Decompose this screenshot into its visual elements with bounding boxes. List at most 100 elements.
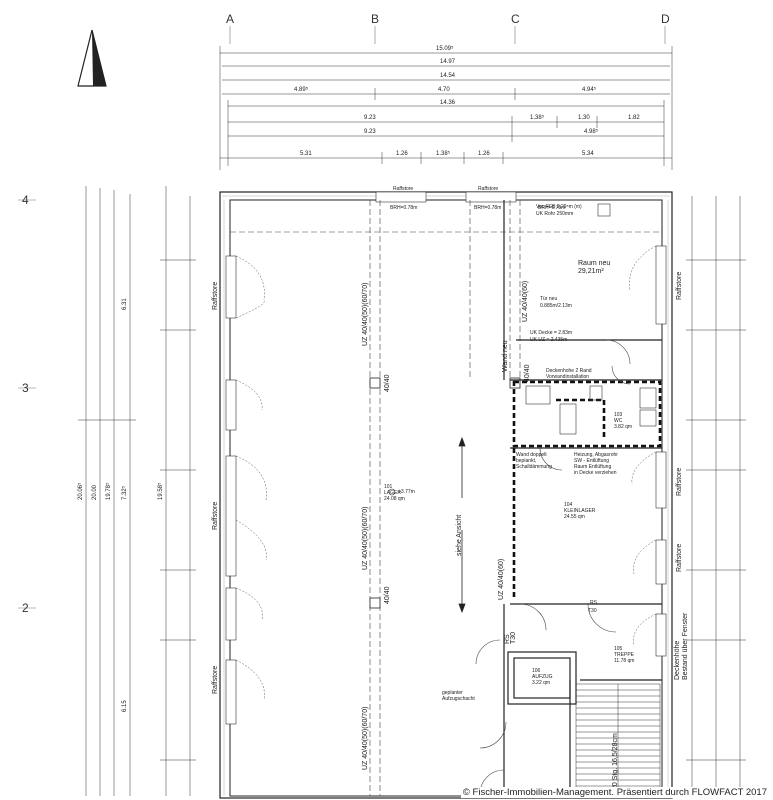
dim-segment-2: 1.38⁵ xyxy=(530,115,545,121)
dim-overall-2: 14.97 xyxy=(440,59,456,65)
dim-left-3: 19.78⁵ xyxy=(106,482,112,500)
room-wc-id: 103 xyxy=(614,412,623,418)
beam-lines xyxy=(230,200,662,796)
beam-label-right: UZ 40/40(60) xyxy=(522,280,529,322)
room-lager-id: 101 xyxy=(384,484,393,490)
dim-segment-5: 9.23 xyxy=(364,129,376,135)
dim-inner: 14.36 xyxy=(440,100,456,106)
wc-fixtures xyxy=(525,203,657,435)
room-treppe-name: TREPPE xyxy=(614,652,635,658)
axis-column-a: A xyxy=(226,12,235,26)
dim-segment-1: 9.23 xyxy=(364,115,376,121)
note-wand-neu: Wand neu xyxy=(502,340,509,372)
doors xyxy=(475,339,631,795)
axis-lines xyxy=(18,26,666,609)
note-ffb: Von FFB 2.29⁵m (m) xyxy=(536,204,582,210)
level-label: +3.77m xyxy=(398,489,415,495)
room-lager-name: LAGER xyxy=(384,490,401,496)
axis-row-4: 4 xyxy=(22,193,29,207)
room-kleinlager-name: KLEINLAGER xyxy=(564,508,596,514)
note-beplankt: beplankt, xyxy=(516,458,537,464)
dim-window-3: 1.38⁵ xyxy=(436,151,451,157)
note-vorwand: Vorwandinstallation xyxy=(546,374,590,380)
brh-label-1: BRH=0.78m xyxy=(390,205,418,211)
room-treppe-area: 11.78 qm xyxy=(614,658,635,664)
note-tur-neu: Tür neu xyxy=(540,296,558,302)
inner-walls xyxy=(503,200,662,796)
raffstore-left-1: Raffstore xyxy=(212,281,219,310)
new-walls xyxy=(512,380,662,600)
column-label-3: 40/40 xyxy=(524,364,531,382)
raffstore-left-2: Raffstore xyxy=(212,501,219,530)
right-windows xyxy=(655,245,667,657)
door-label-rs-1: RS xyxy=(590,600,597,606)
dim-left-4: 7.32⁵ xyxy=(122,485,128,500)
raffstore-right-3: Raffstore xyxy=(676,543,683,572)
dim-left-part-2: 6.15 xyxy=(122,700,128,712)
note-wand-doppelt: Wand doppelt xyxy=(516,452,547,458)
dim-window-1: 5.31 xyxy=(300,151,312,157)
dim-segment-4: 1.82 xyxy=(628,115,640,121)
dim-left-part-1: 6.31 xyxy=(122,298,128,310)
dim-bay-2: 4.70 xyxy=(438,87,450,93)
note-siehe-ansicht: siehe Ansicht xyxy=(456,514,463,556)
note-treppe: 20 Stg. 16,5/28cm xyxy=(612,733,619,790)
dim-left-1: 20.06⁵ xyxy=(78,482,84,500)
note-geplanter: geplanter xyxy=(442,690,463,696)
note-sw-entl: SW - Entlüftung xyxy=(574,458,610,464)
room-wc-area: 3.82 qm xyxy=(614,424,633,430)
room-lager-area: 24.08 qm xyxy=(384,496,405,502)
dim-overall-1: 15.09⁵ xyxy=(436,46,454,52)
level-marker xyxy=(388,488,396,496)
raffstore-label-2: Raffstore xyxy=(478,186,499,192)
room-aufzug-area: 3.22 qm xyxy=(532,680,551,686)
left-dimension-lines xyxy=(78,186,196,796)
north-arrow-icon xyxy=(77,29,107,87)
dim-window-5: 5.34 xyxy=(582,151,594,157)
raffstore-label-1: Raffstore xyxy=(393,186,414,192)
dim-overall-3: 14.54 xyxy=(440,73,456,79)
axis-row-3: 3 xyxy=(22,381,29,395)
beam-label-right-lower: UZ 40/40(60) xyxy=(498,558,505,600)
room-raum-neu-area: 29,21m² xyxy=(578,268,604,275)
room-treppe-id: 105 xyxy=(614,646,623,652)
room-kleinlager-id: 104 xyxy=(564,502,573,508)
brh-label-3: BRH=0.78m xyxy=(538,205,566,211)
window-arcs xyxy=(235,245,657,701)
right-dimension-lines xyxy=(686,196,746,796)
note-heizung: Heizung, Abgasrohr xyxy=(574,452,618,458)
brh-label-2: BRH=0.78m xyxy=(474,205,502,211)
beam-label-bottom: UZ 40/40(50)(60/70) xyxy=(362,706,369,770)
beam-label-top: UZ 40/40(50)(60/70) xyxy=(362,282,369,346)
dim-window-2: 1.26 xyxy=(396,151,408,157)
note-uk-uz: UK UZ = 2.435m xyxy=(530,337,568,343)
copyright-notice: © Fischer-Immobilien-Management. Präsent… xyxy=(460,787,769,798)
column-label-2: 40/40 xyxy=(384,586,391,604)
dim-left-inner: 19.58⁵ xyxy=(158,482,164,500)
note-deckenhohe-right: Deckenhöhe xyxy=(674,640,681,680)
column-label-1: 40/40 xyxy=(384,374,391,392)
raffstore-left-3: Raffstore xyxy=(212,665,219,694)
room-aufzug-id: 106 xyxy=(532,668,541,674)
dim-bay-1: 4.89⁵ xyxy=(294,87,309,93)
room-raum-neu-name: Raum neu xyxy=(578,260,611,267)
room-aufzug-name: AUFZUG xyxy=(532,674,553,680)
raffstore-right-1: Raffstore xyxy=(676,271,683,300)
top-dimension-lines xyxy=(219,46,673,170)
axis-column-b: B xyxy=(371,12,380,26)
dim-window-4: 1.26 xyxy=(478,151,490,157)
axis-row-2: 2 xyxy=(22,601,29,615)
raffstore-right-2: Raffstore xyxy=(676,467,683,496)
outer-walls xyxy=(219,191,673,799)
note-in-decke: in Decke verziehen xyxy=(574,470,617,476)
note-schall: Schalldämmung xyxy=(516,464,552,470)
note-bestand: Bestand über Fenster xyxy=(682,612,689,680)
note-raum-entl: Raum Entlüftung xyxy=(574,464,612,470)
note-deckenhohe: Deckenhohe 2 Rand xyxy=(546,368,592,374)
note-uk-decke: UK Decke = 2.83m xyxy=(530,330,573,336)
top-windows xyxy=(375,191,517,203)
beam-label-mid: UZ 40/40(50)(60/70) xyxy=(362,506,369,570)
door-label-t30-1: T30 xyxy=(588,608,597,614)
axis-column-d: D xyxy=(661,12,670,26)
